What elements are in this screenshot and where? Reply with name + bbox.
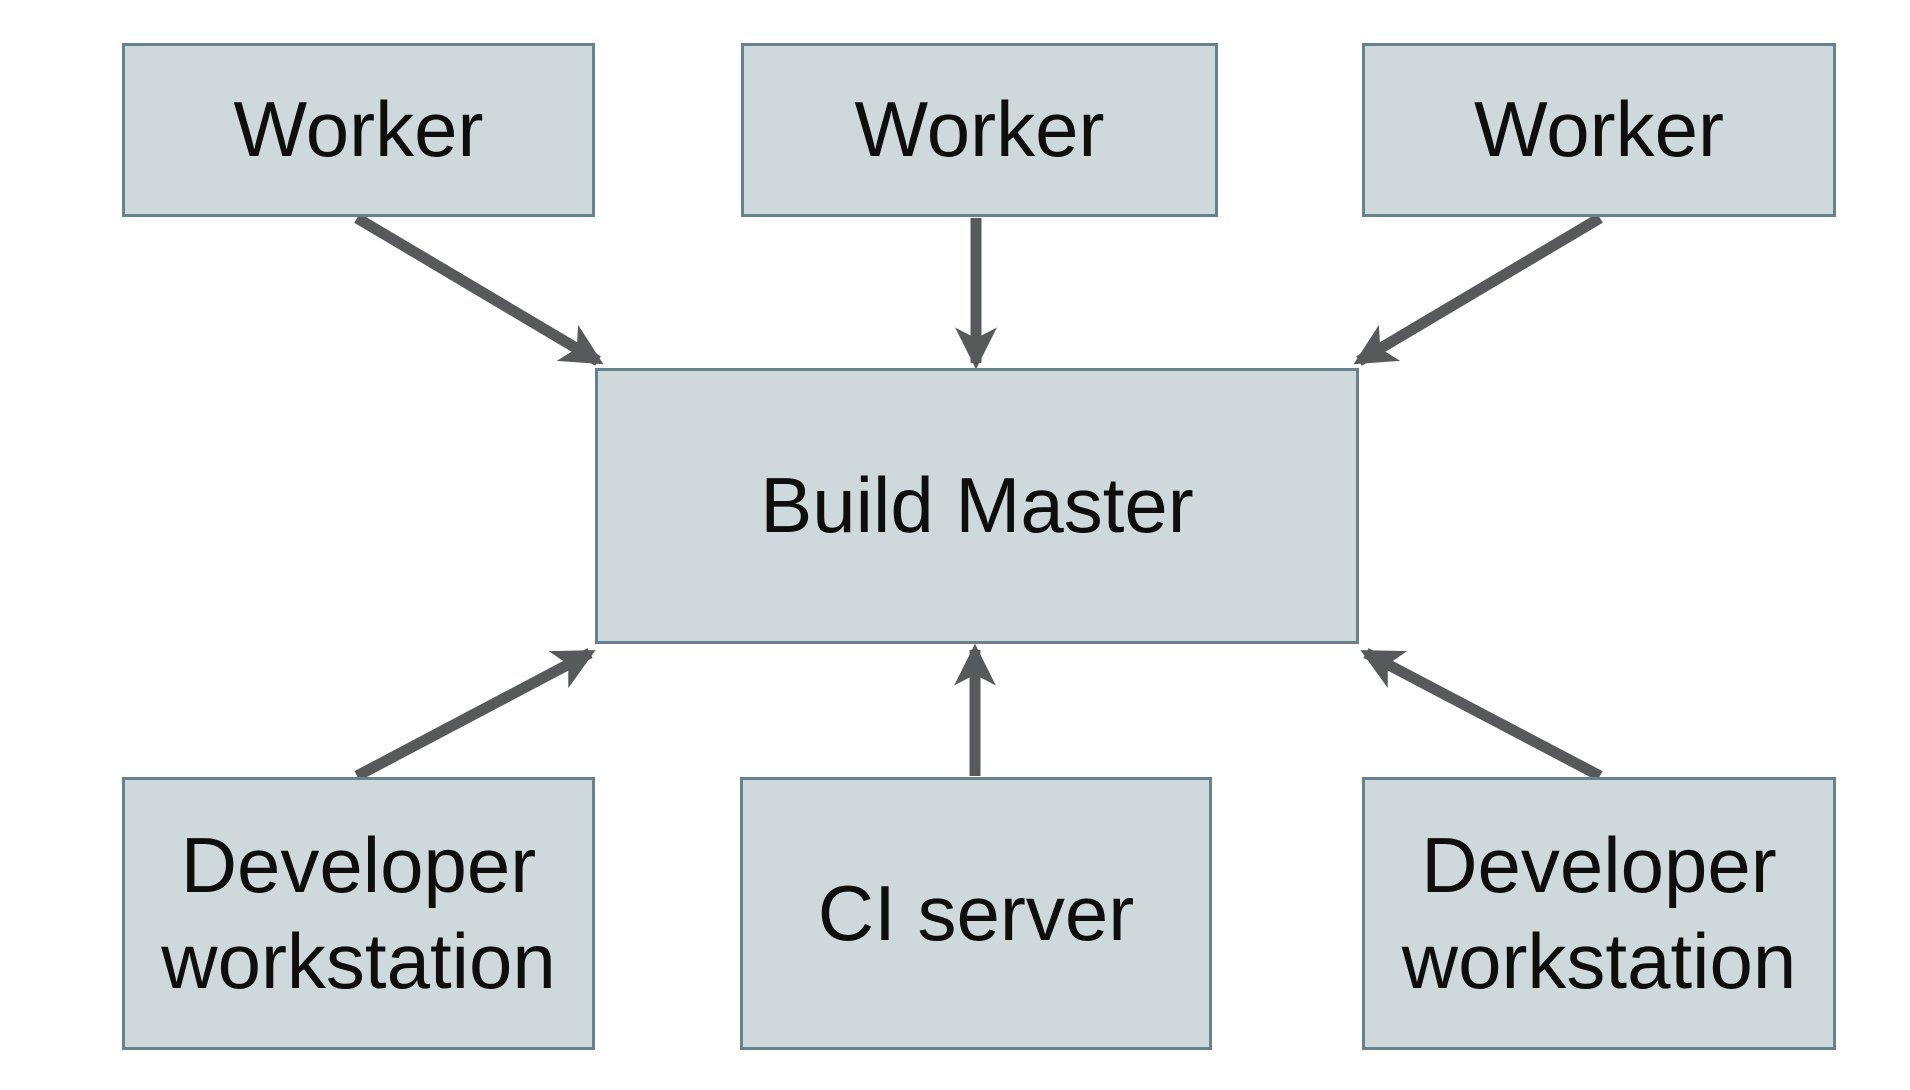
node-worker-2-label: Worker bbox=[854, 85, 1105, 174]
node-worker-1: Worker bbox=[122, 43, 595, 217]
arrow-worker1-to-buildmaster bbox=[354, 213, 604, 366]
node-developer-workstation-left-label: Developer workstation bbox=[161, 821, 556, 1005]
node-ci-server: CI server bbox=[740, 777, 1212, 1050]
node-worker-2: Worker bbox=[741, 43, 1218, 217]
node-worker-1-label: Worker bbox=[233, 85, 484, 174]
node-worker-3: Worker bbox=[1362, 43, 1836, 217]
arrow-devleft-to-buildmaster bbox=[354, 648, 596, 781]
node-developer-workstation-right-label: Developer workstation bbox=[1401, 821, 1797, 1005]
arrow-devright-to-buildmaster bbox=[1360, 648, 1603, 781]
arrow-worker3-to-buildmaster bbox=[1353, 213, 1603, 366]
node-ci-server-label: CI server bbox=[817, 868, 1135, 957]
node-developer-workstation-right: Developer workstation bbox=[1362, 777, 1836, 1050]
node-worker-3-label: Worker bbox=[1474, 85, 1724, 174]
node-build-master: Build Master bbox=[595, 368, 1359, 644]
node-build-master-label: Build Master bbox=[760, 461, 1194, 550]
node-developer-workstation-left: Developer workstation bbox=[122, 777, 595, 1050]
